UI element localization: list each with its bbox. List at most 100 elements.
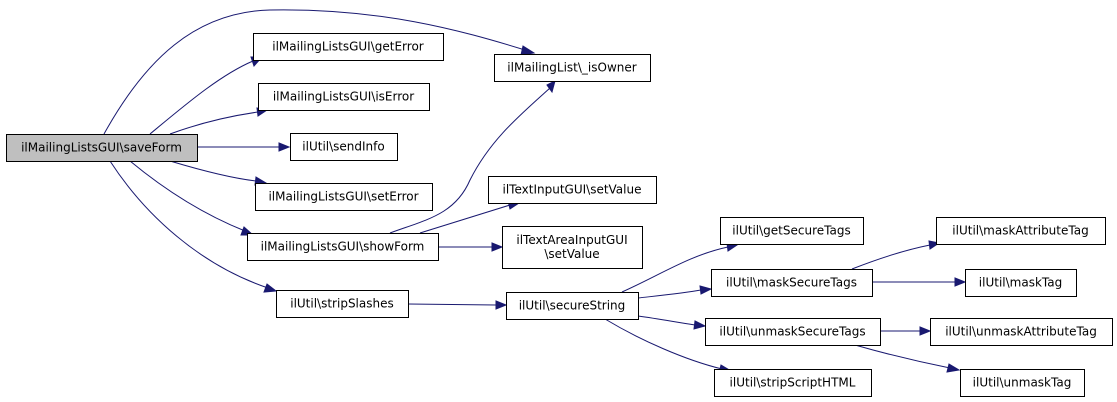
node-box[interactable] [936,217,1106,245]
node-box[interactable] [258,83,430,111]
edge-arrowhead [946,363,961,373]
edge-arrowhead [520,45,536,56]
node-label: ilUtil\unmaskSecureTags [719,325,865,339]
node-box[interactable] [930,318,1113,346]
edge-line [169,160,257,182]
node-box[interactable] [960,369,1085,397]
edge-secureString-to-maskSecureTags [637,285,713,299]
edge-saveForm-to-showForm [129,160,255,236]
edge-line [854,344,951,369]
edge-arrowhead [919,326,932,336]
node-label: ilUtil\secureString [519,299,626,313]
node-label: ilUtil\maskTag [979,276,1062,290]
node-textSetValue[interactable]: ilTextInputGUI\setValue [488,176,657,204]
node-sendInfo[interactable]: ilUtil\sendInfo [290,133,398,161]
node-box[interactable] [253,33,444,61]
edge-line [109,160,269,289]
edge-line [604,318,723,370]
edge-secureString-to-unmaskSecureTags [637,315,707,330]
edge-arrowhead [699,285,713,295]
node-label: ilUtil\maskAttributeTag [952,224,1088,238]
node-box[interactable] [720,217,864,245]
node-box[interactable] [494,54,651,82]
node-label: ilUtil\maskSecureTags [726,276,857,290]
edge-line [637,315,696,326]
edge-arrowhead [278,142,291,152]
node-maskAttributeTag[interactable]: ilUtil\maskAttributeTag [936,217,1106,245]
node-unmaskTag[interactable]: ilUtil\unmaskTag [960,369,1085,397]
edge-showForm-to-textAreaSetValue [438,242,504,252]
edge-arrowhead [546,80,556,94]
node-saveForm[interactable]: ilMailingListsGUI\saveForm [6,134,198,162]
edge-line [169,111,259,135]
node-stripScriptHTML[interactable]: ilUtil\stripScriptHTML [714,369,872,397]
node-label: ilTextAreaInputGUI [516,233,627,247]
node-stripSlashes[interactable]: ilUtil\stripSlashes [276,290,409,318]
node-textAreaSetValue[interactable]: ilTextAreaInputGUI\setValue [502,226,643,269]
node-box[interactable] [255,183,433,211]
edge-line [621,246,729,293]
edge-maskSecureTags-to-maskTag [872,277,967,287]
node-unmaskAttributeTag[interactable]: ilUtil\unmaskAttributeTag [930,318,1113,346]
edge-saveForm-to-isOwner [103,9,536,135]
node-maskSecureTags[interactable]: ilUtil\maskSecureTags [711,269,873,297]
node-getSecureTags[interactable]: ilUtil\getSecureTags [720,217,864,245]
node-box[interactable] [488,176,657,204]
node-label: ilUtil\sendInfo [302,140,384,154]
edge-saveForm-to-stripSlashes [109,160,278,293]
node-box[interactable] [290,133,398,161]
edge-saveForm-to-sendInfo [197,142,291,152]
nodes-layer: ilMailingListsGUI\saveForm ilMailingLists… [6,33,1113,397]
edge-line [149,60,254,135]
node-label: ilMailingListsGUI\showForm [261,240,425,254]
edge-line [637,289,702,299]
node-label: ilUtil\unmaskTag [973,376,1072,390]
edge-line [851,244,931,270]
node-isOwner[interactable]: ilMailingList\_isOwner [494,54,651,82]
node-label: ilUtil\unmaskAttributeTag [945,325,1097,339]
node-label: \setValue [544,247,599,261]
node-getError[interactable]: ilMailingListsGUI\getError [253,33,444,61]
edge-unmaskSecureTags-to-unmaskTag [854,344,961,373]
node-box[interactable] [714,369,872,397]
node-label: ilMailingListsGUI\getError [272,40,424,54]
edge-arrowhead [263,283,278,293]
node-setError[interactable]: ilMailingListsGUI\setError [255,183,433,211]
edge-showForm-to-isOwner [389,80,556,234]
edge-saveForm-to-isError [169,107,269,135]
edge-arrowhead [693,320,707,330]
node-label: ilTextInputGUI\setValue [503,183,642,197]
node-secureString[interactable]: ilUtil\secureString [506,292,639,320]
edge-line [389,87,551,234]
node-label: ilMailingListsGUI\setError [268,190,418,204]
node-box[interactable] [711,269,873,297]
node-box[interactable] [502,226,643,269]
node-label: ilUtil\stripScriptHTML [730,376,856,390]
edge-line [419,204,511,234]
node-maskTag[interactable]: ilUtil\maskTag [965,269,1077,297]
node-box[interactable] [965,269,1077,297]
node-box[interactable] [247,233,439,261]
node-box[interactable] [705,318,881,346]
edge-stripSlashes-to-secureString [407,300,508,310]
node-label: ilMailingList\_isOwner [507,61,636,75]
node-label: ilMailingListsGUI\saveForm [21,141,182,155]
node-box[interactable] [506,292,639,320]
edge-arrowhead [495,300,508,310]
edge-saveForm-to-setError [169,160,268,186]
edge-maskSecureTags-to-maskAttributeTag [851,240,941,270]
node-showForm[interactable]: ilMailingListsGUI\showForm [247,233,439,261]
node-box[interactable] [6,134,198,162]
edge-arrowhead [954,277,967,287]
node-unmaskSecureTags[interactable]: ilUtil\unmaskSecureTags [705,318,881,346]
node-box[interactable] [276,290,409,318]
node-label: ilUtil\getSecureTags [732,224,850,238]
node-label: ilMailingListsGUI\isError [273,90,414,104]
edge-unmaskSecureTags-to-unmaskAttributeTag [880,326,932,336]
node-isError[interactable]: ilMailingListsGUI\isError [258,83,430,111]
edge-line [103,9,526,135]
edge-line [129,160,246,232]
edge-line [407,303,497,306]
node-label: ilUtil\stripSlashes [290,297,394,311]
